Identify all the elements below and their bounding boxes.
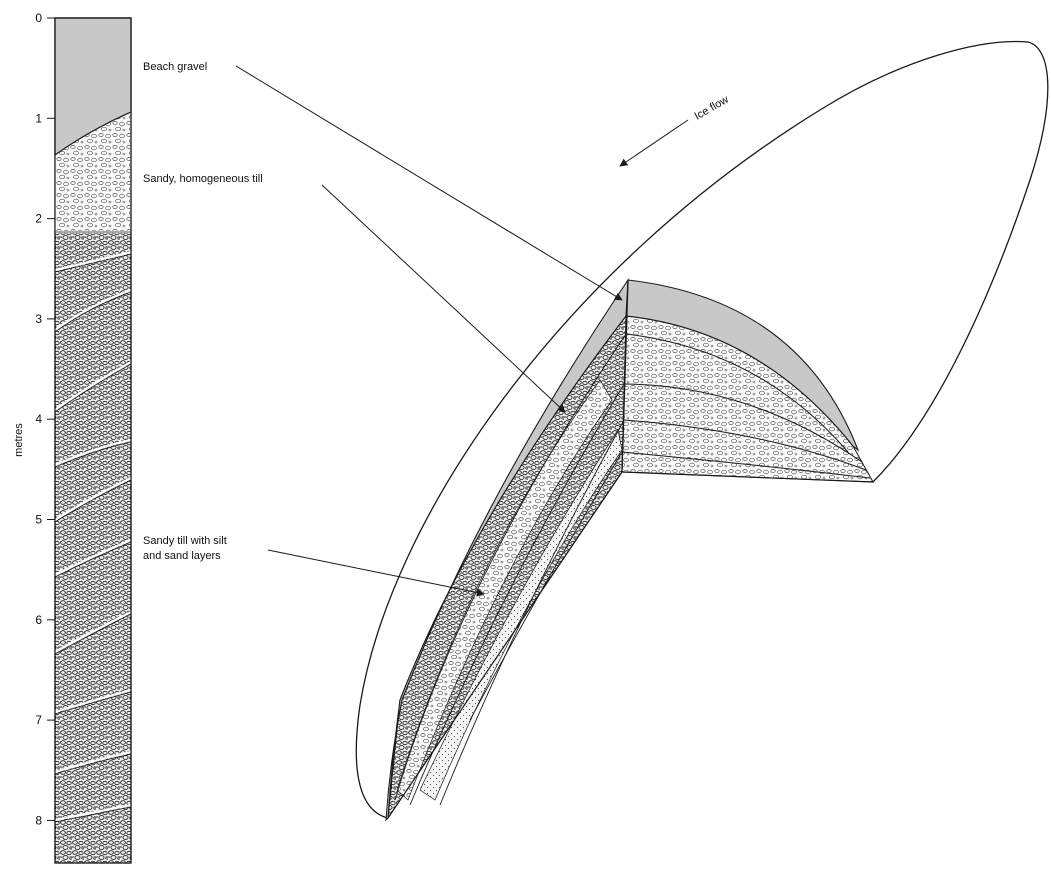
annotation-homogeneous-till: Sandy, homogeneous till xyxy=(143,173,566,413)
depth-tick-label-1: 1 xyxy=(35,111,42,125)
depth-tick-label-2: 2 xyxy=(35,212,42,226)
label-layered-till-line1: Sandy till with silt xyxy=(143,535,227,547)
depth-tick-label-7: 7 xyxy=(35,713,42,727)
right-face-gravel xyxy=(625,279,860,452)
depth-tick-label-3: 3 xyxy=(35,312,42,326)
stratigraphic-column xyxy=(54,17,132,864)
depth-axis: 0 1 2 3 4 5 6 7 8 xyxy=(35,11,55,827)
annotation-ice-flow: Ice flow xyxy=(619,94,731,167)
depth-tick-label-0: 0 xyxy=(35,11,42,25)
label-ice-flow: Ice flow xyxy=(693,94,731,123)
depth-tick-label-5: 5 xyxy=(35,513,42,527)
front-face-dotted-band xyxy=(419,429,623,801)
depth-tick-label-4: 4 xyxy=(35,412,42,426)
annotation-beach-gravel: Beach gravel xyxy=(143,61,623,301)
axis-label-metres: metres xyxy=(13,423,25,457)
ice-flow-arrow xyxy=(619,119,689,167)
front-face-light-band xyxy=(396,379,613,801)
label-homogeneous-till: Sandy, homogeneous till xyxy=(143,173,263,185)
annotation-layered-till: Sandy till with silt and sand layers xyxy=(143,535,485,597)
label-layered-till-line2: and sand layers xyxy=(143,550,221,562)
right-face-layers xyxy=(621,333,871,479)
depth-tick-label-6: 6 xyxy=(35,613,42,627)
label-beach-gravel: Beach gravel xyxy=(143,61,207,73)
column-layer-lines xyxy=(54,230,132,822)
depth-tick-label-8: 8 xyxy=(35,813,42,827)
drumlin-block xyxy=(355,40,1049,822)
front-face-layers xyxy=(394,333,627,806)
